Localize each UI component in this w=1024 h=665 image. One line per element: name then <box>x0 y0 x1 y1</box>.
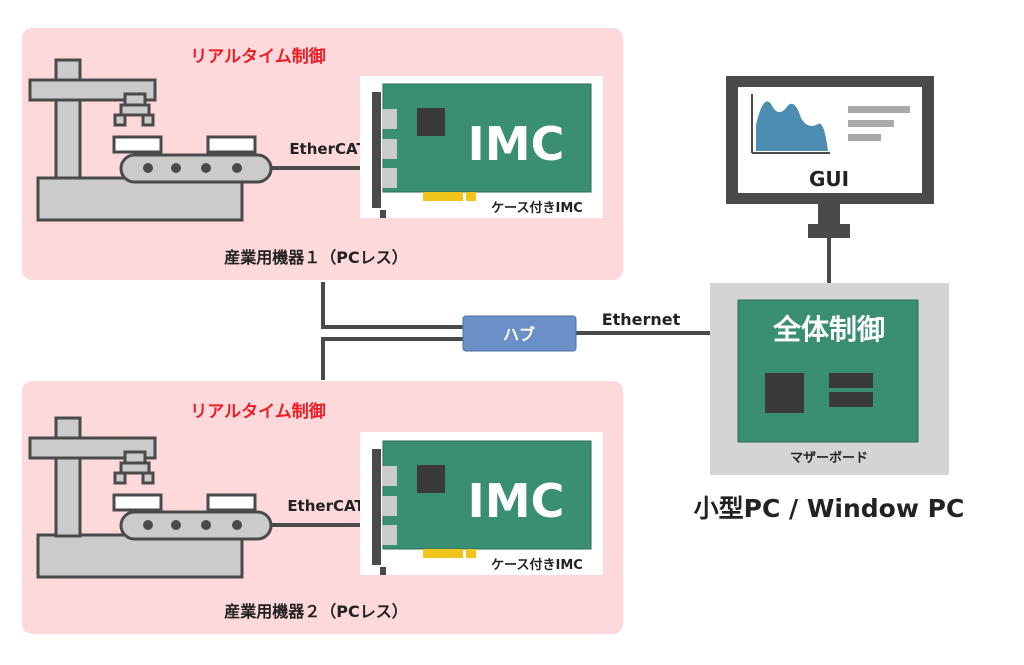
ethernet-label: Ethernet <box>602 310 681 329</box>
machine-label: 産業用機器１（PCレス） <box>224 248 407 267</box>
chart-icon <box>751 94 830 154</box>
pc: 全体制御 マザーボード <box>710 283 949 475</box>
imc-board-label: IMC <box>468 117 565 171</box>
memory-module <box>829 373 873 388</box>
monitor: GUI <box>726 76 934 238</box>
ethercat-label: EtherCAT <box>289 140 367 158</box>
pc-board-title: 全体制御 <box>772 313 885 346</box>
pcie-connector <box>423 549 463 558</box>
hub-label: ハブ <box>503 325 535 344</box>
realtime-label: リアルタイム制御 <box>190 46 326 67</box>
ethercat-label: EtherCAT <box>287 497 365 515</box>
imc-card: IMC ケース付きIMC <box>360 76 603 218</box>
hub-box <box>462 315 577 352</box>
machine-label: 産業用機器２（PCレス） <box>224 602 407 621</box>
imc-board-label: IMC <box>468 474 565 528</box>
machine-panel-2: リアルタイム制御 EtherCAT <box>22 381 623 634</box>
line-machine2-to-hub <box>321 337 463 380</box>
imc-card-caption: ケース付きIMC <box>491 200 583 216</box>
pc-title: 小型PC / Window PC <box>694 494 965 523</box>
robot-machine-icon <box>28 58 273 222</box>
cpu-chip <box>765 373 804 413</box>
imc-card: IMC ケース付きIMC <box>360 432 603 575</box>
machine-panel-1: リアルタイム制御 EtherCAT <box>22 28 623 280</box>
line-machine1-to-hub <box>321 282 463 329</box>
motherboard <box>737 299 919 443</box>
pcie-connector <box>423 192 463 201</box>
memory-module <box>829 392 873 407</box>
robot-machine-icon <box>28 416 273 579</box>
gui-label: GUI <box>809 167 849 191</box>
monitor-base <box>808 224 850 238</box>
monitor-neck <box>818 204 840 226</box>
hub: ハブ <box>462 315 577 352</box>
text-lines-icon <box>848 106 910 141</box>
imc-card-caption: ケース付きIMC <box>491 557 583 573</box>
realtime-label: リアルタイム制御 <box>190 401 326 422</box>
motherboard-label: マザーボード <box>790 450 868 466</box>
connection-lines <box>321 236 831 380</box>
